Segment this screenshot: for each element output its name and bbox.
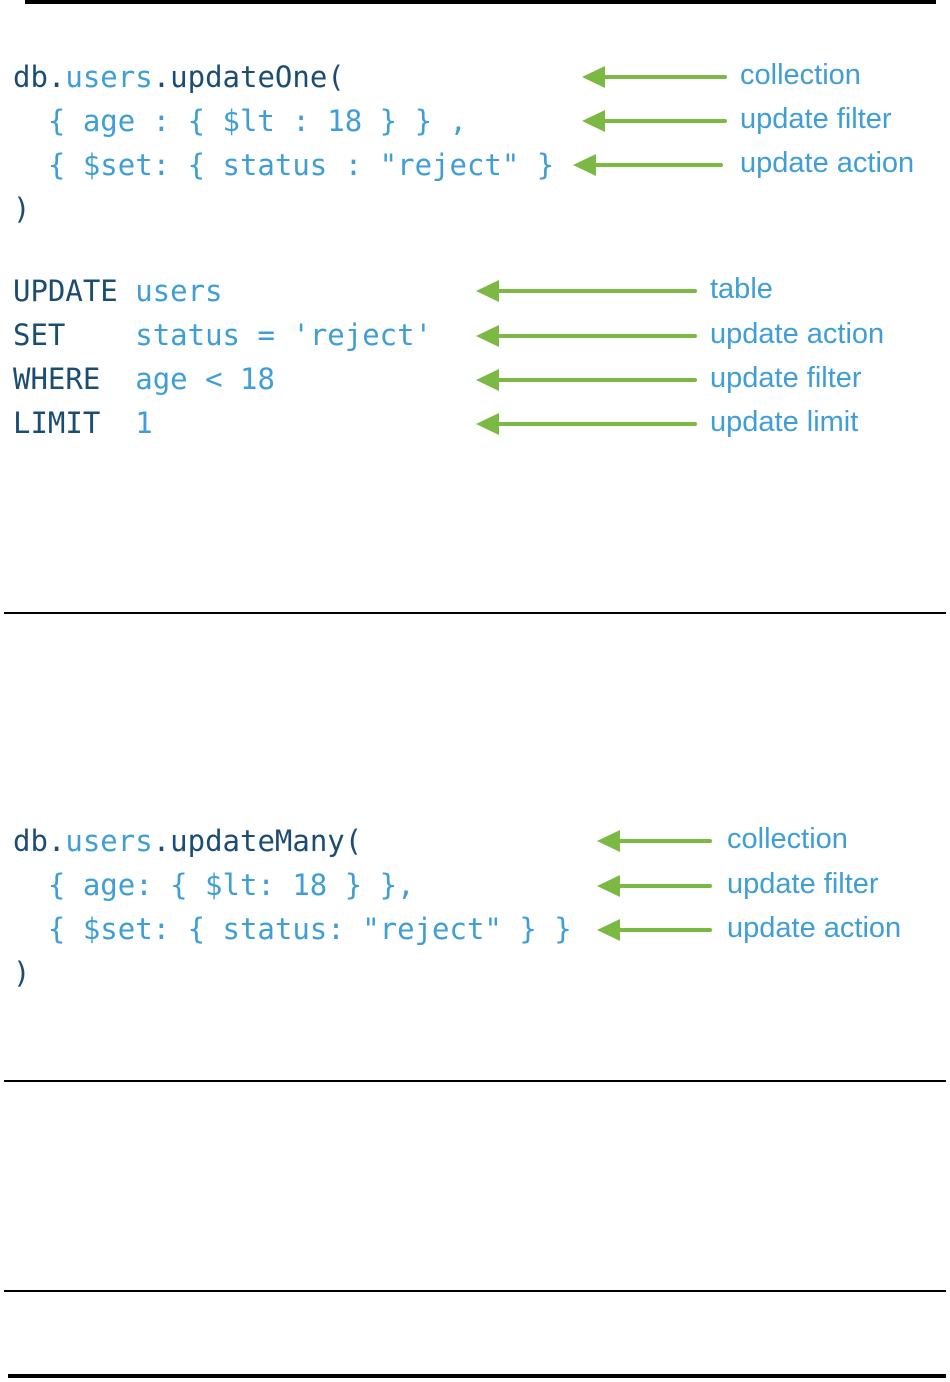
bottom-border-rule: [8, 1374, 946, 1378]
code-line: { $set: { status: "reject" } }: [13, 907, 572, 951]
arrow-shaft: [616, 839, 712, 843]
code-block-mongodb-updatemany: db.users.updateMany( { age: { $lt: 18 } …: [13, 819, 572, 995]
annotation-label: update filter: [710, 362, 862, 395]
code-segment: db.: [13, 60, 66, 94]
arrow-shaft: [592, 163, 723, 167]
code-line: { age: { $lt: 18 } },: [13, 863, 572, 907]
annotation-label: update limit: [710, 406, 859, 439]
top-border-rule: [25, 0, 936, 4]
code-segment: { $set: { status : "reject" }: [13, 148, 555, 182]
code-segment: { age : { $lt : 18 } } ,: [13, 104, 467, 138]
code-segment: users: [65, 824, 153, 858]
annotation-label: update filter: [727, 868, 879, 901]
annotation-label: collection: [727, 823, 848, 856]
code-line: db.users.updateMany(: [13, 819, 572, 863]
annotation-label: update filter: [740, 103, 892, 136]
left-arrow-icon: [573, 154, 596, 176]
code-segment: { $set: { status: "reject" } }: [13, 912, 572, 946]
annotation-label: update action: [727, 912, 902, 945]
arrow-shaft: [495, 422, 697, 426]
section-divider-2: [4, 1080, 946, 1082]
arrow-shaft: [495, 334, 697, 338]
code-line: UPDATE users: [13, 269, 432, 313]
left-arrow-icon: [582, 110, 605, 132]
code-line: { age : { $lt : 18 } } ,: [13, 99, 554, 143]
code-line: ): [13, 951, 572, 995]
left-arrow-icon: [476, 413, 499, 435]
arrow-shaft: [616, 884, 712, 888]
section-divider-1: [4, 612, 946, 614]
code-line: { $set: { status : "reject" }: [13, 143, 554, 187]
code-segment: ): [13, 192, 31, 226]
code-segment: users: [65, 60, 153, 94]
left-arrow-icon: [597, 919, 620, 941]
arrow-shaft: [601, 75, 727, 79]
left-arrow-icon: [597, 830, 620, 852]
code-line: db.users.updateOne(: [13, 55, 554, 99]
annotation-label: table: [710, 273, 773, 306]
section-divider-3: [4, 1290, 946, 1292]
code-segment: UPDATE: [13, 274, 136, 308]
code-segment: 1: [100, 406, 153, 440]
code-segment: ): [13, 956, 31, 990]
code-line: WHERE age < 18: [13, 357, 432, 401]
code-line: ): [13, 187, 554, 231]
annotation-label: collection: [740, 59, 861, 92]
annotation-label: update action: [710, 318, 885, 351]
left-arrow-icon: [476, 325, 499, 347]
code-segment: WHERE: [13, 362, 101, 396]
code-segment: { age: { $lt: 18 } },: [13, 868, 415, 902]
code-segment: SET: [13, 318, 66, 352]
code-segment: .updateOne(: [152, 60, 345, 94]
arrow-shaft: [616, 928, 712, 932]
left-arrow-icon: [597, 875, 620, 897]
code-line: SET status = 'reject': [13, 313, 432, 357]
code-segment: db.: [13, 824, 66, 858]
left-arrow-icon: [476, 280, 499, 302]
code-segment: status = 'reject': [65, 318, 433, 352]
code-block-mongodb-updateone: db.users.updateOne( { age : { $lt : 18 }…: [13, 55, 554, 231]
code-line: LIMIT 1: [13, 401, 432, 445]
arrow-shaft: [495, 378, 697, 382]
arrow-shaft: [601, 119, 727, 123]
code-segment: users: [135, 274, 223, 308]
code-segment: LIMIT: [13, 406, 101, 440]
left-arrow-icon: [476, 369, 499, 391]
code-segment: .updateMany(: [152, 824, 363, 858]
arrow-shaft: [495, 289, 697, 293]
code-segment: age < 18: [100, 362, 275, 396]
left-arrow-icon: [582, 66, 605, 88]
annotation-label: update action: [740, 147, 915, 180]
